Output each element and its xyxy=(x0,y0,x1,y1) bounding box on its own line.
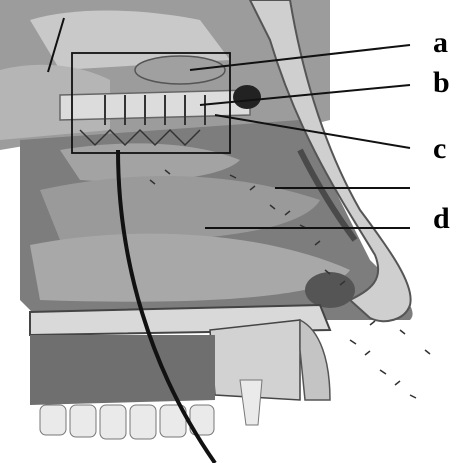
oral-cavity xyxy=(30,335,215,405)
label-a: a xyxy=(433,26,448,59)
nostril xyxy=(305,272,355,308)
label-b: b xyxy=(433,66,450,99)
upper-lip xyxy=(300,320,330,400)
label-d: d xyxy=(433,202,450,235)
olfactory-bulb xyxy=(135,56,225,84)
sinus-opening xyxy=(233,85,261,109)
label-c: c xyxy=(433,132,446,165)
